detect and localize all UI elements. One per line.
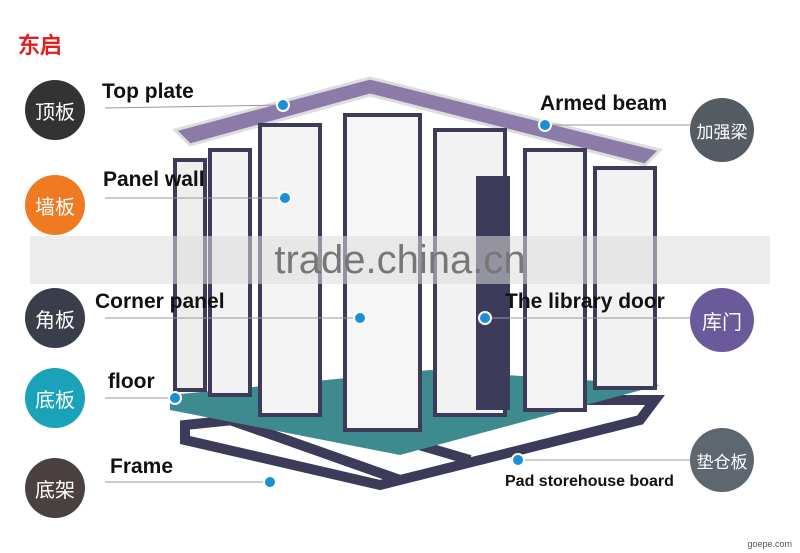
leader-lines [104, 104, 690, 483]
site-mark: goepe.com [747, 539, 792, 549]
circle-armed-beam-zh: 加强梁 [690, 98, 754, 162]
label-corner-panel: Corner panel [95, 290, 225, 313]
circle-corner-panel-zh: 角板 [25, 288, 85, 348]
label-top-plate: Top plate [102, 80, 194, 103]
marker-dots [168, 98, 552, 489]
label-frame: Frame [110, 455, 174, 478]
circle-panel-wall-zh: 墙板 [25, 175, 85, 235]
label-armed-beam: Armed beam [540, 92, 668, 115]
watermark-text: trade.china.cn [274, 237, 526, 282]
label-pad-storehouse-board: Pad storehouse board [505, 473, 674, 490]
circle-library-door-zh: 库门 [690, 288, 754, 352]
top-plate [172, 76, 663, 167]
logo-text: 东启 [18, 34, 63, 59]
dongqi-logo: 东启 [18, 28, 62, 60]
circle-pad-board-zh: 垫仓板 [690, 428, 754, 492]
label-library-door: The library door [505, 290, 665, 313]
circle-floor-zh: 底板 [25, 368, 85, 428]
watermark: trade.china.cn [30, 236, 770, 284]
label-panel-wall: Panel wall [103, 168, 205, 191]
circle-frame-zh: 底架 [25, 458, 85, 518]
label-floor: floor [108, 370, 155, 393]
circle-top-plate-zh: 顶板 [25, 80, 85, 140]
